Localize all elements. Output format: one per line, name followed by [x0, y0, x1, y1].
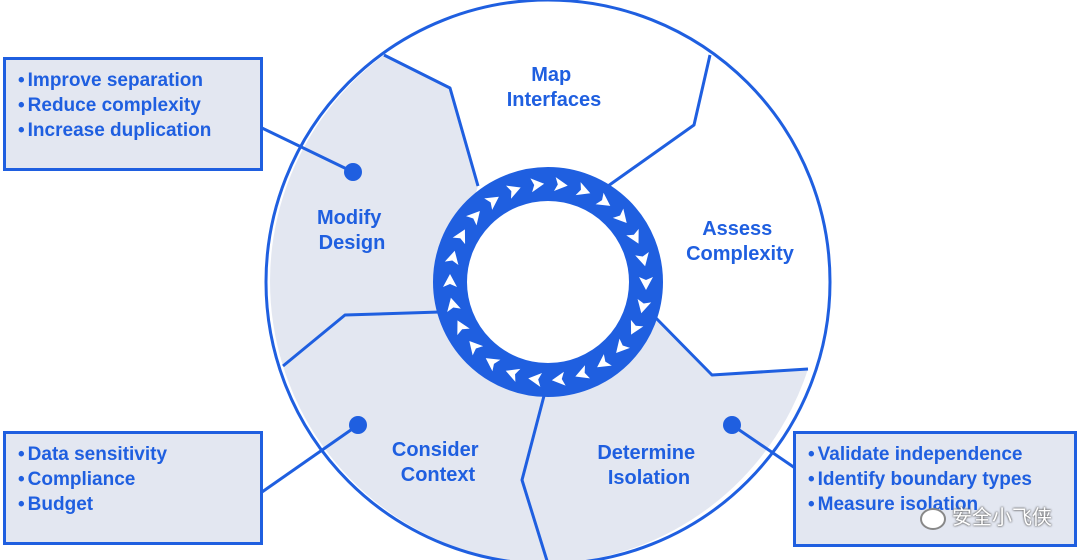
ring-arrow-icon — [469, 341, 484, 356]
ring-arrows — [443, 177, 653, 387]
ring-arrow-icon — [597, 354, 612, 368]
callout-item: Data sensitivity — [18, 442, 250, 467]
callout-item: Reduce complexity — [18, 93, 250, 118]
ring-arrow-icon — [452, 229, 466, 245]
callout-modify-design: Improve separation Reduce complexity Inc… — [3, 57, 263, 171]
ring-arrow-icon — [457, 320, 470, 336]
wechat-icon — [920, 507, 946, 530]
ring-arrow-icon — [639, 277, 653, 290]
callout-item: Budget — [18, 492, 250, 517]
ring-arrow-icon — [616, 338, 630, 353]
ring-arrow-icon — [553, 177, 568, 192]
ring-arrow-icon — [484, 196, 499, 210]
ring-arrow-icon — [528, 372, 543, 387]
segment-label-determine-isolation: Determine Isolation — [597, 442, 700, 489]
outer-circle — [264, 0, 832, 560]
segment-label-map-interfaces: Map Interfaces — [507, 64, 602, 111]
callout-item: Compliance — [18, 467, 250, 492]
callout-item: Validate independence — [808, 442, 1064, 467]
connector-dot-isolation — [723, 416, 741, 434]
ring-arrow-icon — [637, 298, 652, 314]
ring-arrow-icon — [444, 250, 459, 266]
callout-item: Identify boundary types — [808, 467, 1064, 492]
ring-arrow-icon — [485, 358, 501, 372]
callout-item: Increase duplication — [18, 118, 250, 143]
segment-modify-design-shape — [270, 55, 478, 366]
connector-dot-context — [349, 416, 367, 434]
ring-arrow-icon — [575, 365, 590, 379]
connector-line-modify — [261, 126, 354, 174]
ring-arrow-icon — [443, 274, 457, 287]
segment-label-assess-complexity: Assess Complexity — [686, 218, 795, 265]
ring-arrow-icon — [530, 178, 545, 193]
ring-arrow-icon — [505, 368, 521, 382]
ring-arrow-icon — [506, 185, 521, 199]
ring-arrow-icon — [595, 192, 611, 206]
ring-arrow-icon — [635, 251, 649, 267]
ring-arrow-icon — [466, 211, 480, 226]
callout-item: Improve separation — [18, 68, 250, 93]
watermark: 安全小飞侠 — [920, 501, 1052, 530]
connector-line-context — [261, 423, 359, 494]
watermark-text: 安全小飞侠 — [952, 505, 1052, 529]
segment-label-modify-design: Modify Design — [317, 207, 387, 254]
connector-dot-modify — [344, 163, 362, 181]
ring-arrow-icon — [626, 228, 639, 244]
ring-arrow-icon — [630, 319, 644, 335]
connectors — [261, 126, 796, 494]
ring-arrow-icon — [551, 371, 566, 386]
ring-arrow-icon — [612, 208, 627, 223]
segment-label-consider-context: Consider Context — [392, 439, 484, 486]
segment-dividers — [282, 53, 809, 560]
ring-arrow-icon — [447, 297, 461, 313]
callout-consider-context: Data sensitivity Compliance Budget — [3, 431, 263, 545]
connector-line-isolation — [731, 423, 796, 470]
ring-arrow-icon — [575, 182, 591, 196]
